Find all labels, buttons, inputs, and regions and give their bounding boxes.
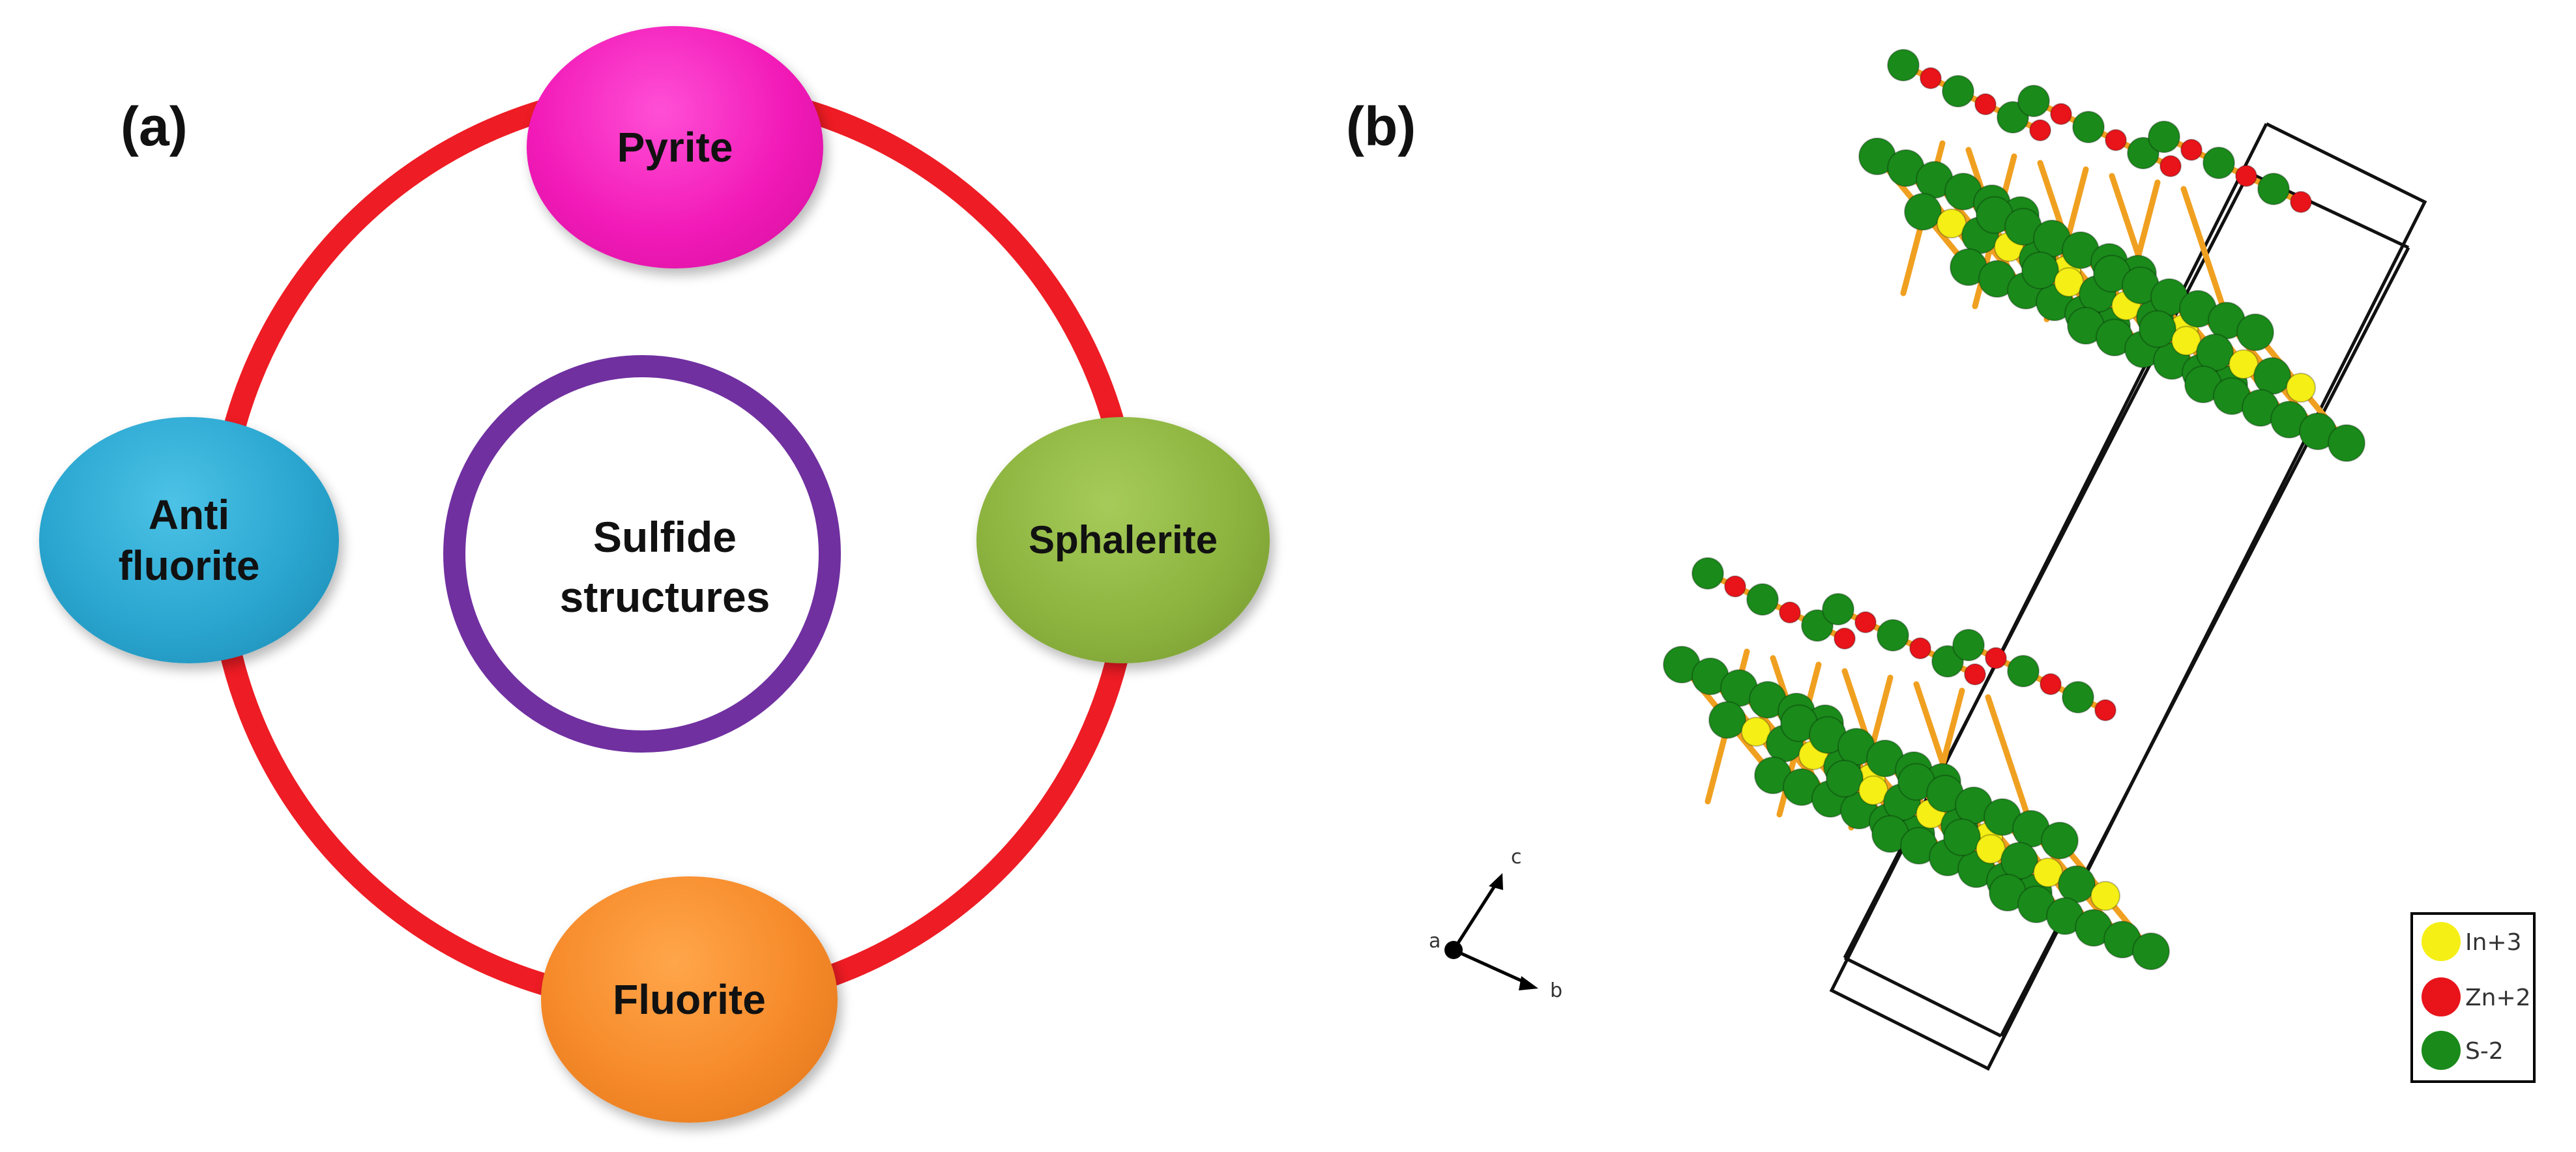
s-atom: [2139, 310, 2176, 348]
node-sphalerite-label: Sphalerite: [1028, 518, 1218, 562]
s-atom: [2000, 842, 2038, 880]
atom-layer: [1663, 49, 2365, 970]
in-atom: [2286, 373, 2316, 403]
s-atom: [2072, 111, 2105, 143]
legend-label-zn: Zn+2: [2465, 985, 2531, 1011]
axis-label-c: c: [1511, 846, 1522, 869]
zn-atom: [2040, 673, 2062, 695]
zn-atom: [1920, 67, 1942, 89]
node-antifluorite: Anti fluorite: [39, 417, 339, 663]
legend-swatch-zn: [2422, 977, 2461, 1016]
s-atom: [1822, 593, 1854, 626]
panel-a-label: (a): [121, 96, 188, 157]
node-pyrite: Pyrite: [527, 26, 823, 268]
zn-atom: [2159, 155, 2182, 177]
legend-label-in: In+3: [2465, 929, 2522, 956]
node-fluorite: Fluorite: [541, 876, 838, 1123]
s-atom: [2132, 932, 2170, 970]
zn-atom: [1779, 601, 1801, 624]
center-label-text: Sulfide structures: [559, 512, 770, 621]
zn-atom: [2105, 129, 2127, 151]
s-atom: [1952, 629, 1985, 661]
in-atom: [1741, 717, 1771, 747]
s-atom: [2203, 147, 2235, 179]
axis-label-b: b: [1550, 979, 1562, 1002]
s-atom: [1691, 557, 1724, 590]
zn-atom: [2290, 191, 2312, 213]
zn-atom: [1985, 647, 2007, 669]
legend-label-s: S-2: [2465, 1038, 2504, 1065]
orientation-axes: c a b: [1429, 846, 1562, 1002]
s-atom: [2058, 865, 2096, 903]
node-antifluorite-label: Anti fluorite: [118, 491, 260, 589]
zn-atom: [2050, 103, 2072, 125]
inner-ring: [443, 355, 841, 753]
bond: [2180, 186, 2232, 329]
zn-atom: [2180, 139, 2203, 161]
zn-atom: [1724, 575, 1746, 598]
in-atom: [2090, 881, 2120, 911]
s-atom: [2328, 424, 2365, 462]
s-atom: [2041, 822, 2079, 859]
in-atom: [2054, 267, 2084, 297]
node-fluorite-label: Fluorite: [613, 975, 766, 1023]
zn-atom: [1909, 637, 1931, 659]
in-atom: [1976, 834, 2006, 864]
zn-atom: [1834, 627, 1856, 650]
legend-swatch-in: [2422, 922, 2461, 961]
zn-atom: [1964, 663, 1986, 685]
bond: [1985, 694, 2037, 837]
center-label: Sulfide structures: [495, 482, 834, 652]
in-atom: [2171, 326, 2201, 356]
s-atom: [2017, 85, 2050, 117]
axis-label-a: a: [1429, 930, 1441, 953]
in-atom: [2229, 349, 2259, 379]
s-atom: [1943, 818, 1981, 856]
s-atom: [2257, 173, 2290, 205]
node-sphalerite: Sphalerite: [976, 417, 1270, 663]
zn-atom: [2094, 699, 2116, 721]
s-atom: [2148, 121, 2180, 153]
s-atom: [2196, 334, 2234, 371]
s-atom: [1887, 49, 1920, 81]
s-atom: [1942, 75, 1974, 108]
s-atom: [2062, 681, 2094, 713]
s-atom: [2007, 655, 2040, 687]
s-atom: [2021, 252, 2059, 289]
s-atom: [1826, 760, 1864, 798]
s-atom: [1904, 193, 1942, 231]
s-atom: [1877, 619, 1909, 652]
s-atom: [1708, 701, 1746, 739]
atom-legend: In+3 Zn+2 S-2: [2410, 912, 2536, 1083]
zn-atom: [1974, 93, 1997, 115]
s-atom: [2253, 357, 2291, 395]
in-atom: [2033, 857, 2063, 887]
zn-atom: [2235, 165, 2257, 187]
in-atom: [1937, 209, 1967, 238]
s-atom: [2236, 313, 2274, 351]
s-atom: [1746, 583, 1779, 616]
legend-swatch-s: [2422, 1031, 2461, 1070]
panel-b-label: (b): [1346, 96, 1416, 157]
axis-origin-dot: [1444, 941, 1463, 959]
zn-atom: [1854, 611, 1877, 633]
node-pyrite-label: Pyrite: [617, 123, 733, 171]
in-atom: [1858, 775, 1888, 805]
zn-atom: [2029, 119, 2051, 141]
